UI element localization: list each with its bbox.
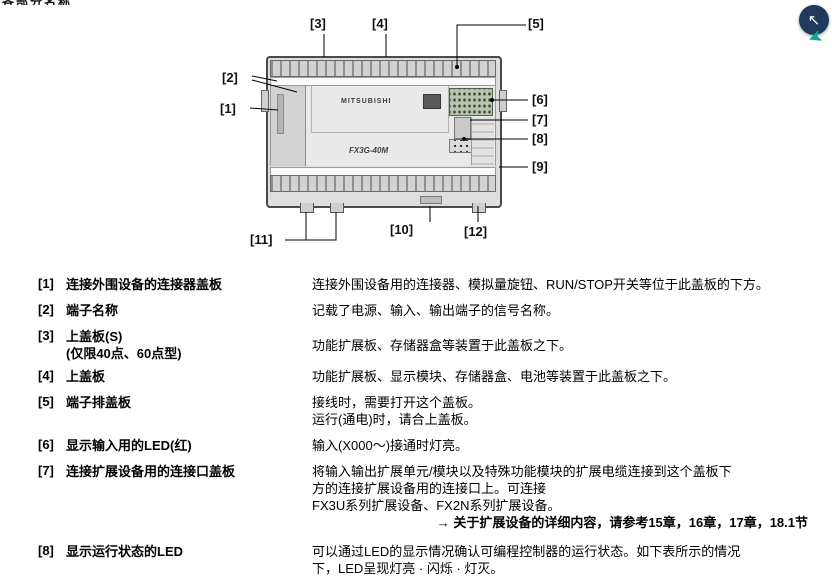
page-heading-fragment: 各部分名称: [2, 0, 72, 5]
callout-1: [1]: [220, 101, 236, 116]
legend-row-2: [2] 端子名称 记载了电源、输入、输出端子的信号名称。: [0, 302, 832, 319]
expansion-port-cover: [454, 117, 471, 139]
item-number: [2]: [38, 302, 54, 317]
item-note: → 关于扩展设备的详细内容，请参考15章，16章，17章，18.1节: [436, 515, 808, 530]
item-term: 上盖板(S) (仅限40点、60点型): [66, 329, 182, 361]
item-description: 功能扩展板、显示模块、存储器盒、电池等装置于此盖板之下。: [312, 369, 677, 384]
item-number: [6]: [38, 437, 54, 452]
callout-2: [2]: [222, 70, 238, 85]
legend-row-8: [8] 显示运行状态的LED 可以通过LED的显示情况确认可编程控制器的运行状态…: [0, 543, 832, 577]
item-description: 连接外围设备用的连接器、模拟量旋钮、RUN/STOP开关等位于此盖板的下方。: [312, 277, 769, 292]
callout-11: [11]: [250, 232, 273, 247]
item-number: [5]: [38, 394, 54, 409]
peripheral-connector-cover: [271, 86, 306, 166]
callout-7: [7]: [532, 112, 548, 127]
terminal-name-strip-top: [270, 77, 496, 86]
plc-diagram: MITSUBISHI FX3G-40M: [0, 0, 832, 270]
item-term: 上盖板: [66, 369, 106, 384]
item-number: [4]: [38, 368, 54, 383]
callout-10: [10]: [390, 222, 414, 237]
item-number: [8]: [38, 543, 54, 558]
item-term: 显示输入用的LED(红): [66, 438, 192, 453]
display-window: [423, 94, 441, 109]
item-description: 输入(X000～)接通时灯亮。: [312, 438, 469, 453]
item-description: 将输入输出扩展单元/模块以及特殊功能模块的扩展电缆连接到这个盖板下 方的连接扩展…: [312, 463, 812, 531]
legend-row-3: [3] 上盖板(S) (仅限40点、60点型) 功能扩展板、存储器盒等装置于此盖…: [0, 328, 832, 362]
item-term: 端子名称: [66, 303, 119, 318]
item-description: 记载了电源、输入、输出端子的信号名称。: [312, 303, 560, 318]
input-led-block: [449, 88, 493, 116]
terminal-strip-top: [270, 60, 496, 77]
brand-logo: MITSUBISHI: [341, 98, 392, 105]
legend-row-5: [5] 端子排盖板 接线时，需要打开这个盖板。 运行(通电)时，请合上盖板。: [0, 394, 832, 428]
callout-3: [3]: [310, 16, 326, 31]
bottom-nameplate: [420, 196, 442, 204]
callout-8: [8]: [532, 131, 548, 146]
din-rail-hook-mid: [330, 203, 344, 213]
item-term: 显示运行状态的LED: [66, 544, 184, 559]
legend-row-4: [4] 上盖板 功能扩展板、显示模块、存储器盒、电池等装置于此盖板之下。: [0, 368, 832, 385]
din-rail-hook-right: [472, 203, 486, 213]
plc-front-face: MITSUBISHI FX3G-40M: [270, 86, 496, 166]
back-to-top-button[interactable]: ↖: [799, 5, 829, 35]
callout-4: [4]: [372, 16, 388, 31]
model-label: FX3G-40M: [349, 146, 389, 155]
top-cover-outline: [311, 86, 449, 133]
item-term: 连接外围设备的连接器盖板: [66, 277, 223, 292]
item-description: 可以通过LED的显示情况确认可编程控制器的运行状态。如下表所示的情况 下，LED…: [312, 544, 741, 576]
legend-row-6: [6] 显示输入用的LED(红) 输入(X000～)接通时灯亮。: [0, 437, 832, 454]
item-number: [7]: [38, 463, 54, 478]
item-number: [1]: [38, 276, 54, 291]
legend-row-7: [7] 连接扩展设备用的连接口盖板 将输入输出扩展单元/模块以及特殊功能模块的扩…: [0, 463, 832, 531]
right-terminal-column: [471, 117, 494, 165]
terminal-strip-bottom: [270, 175, 496, 192]
item-term: 端子排盖板: [66, 395, 132, 410]
callout-6: [6]: [532, 92, 548, 107]
cover-slot: [277, 94, 284, 134]
legend-row-1: [1] 连接外围设备的连接器盖板 连接外围设备用的连接器、模拟量旋钮、RUN/S…: [0, 276, 832, 293]
din-rail-hook-left: [300, 203, 314, 213]
callout-12: [12]: [464, 224, 488, 239]
item-term: 连接扩展设备用的连接口盖板: [66, 464, 236, 479]
callout-9: [9]: [532, 159, 548, 174]
item-description: 功能扩展板、存储器盒等装置于此盖板之下。: [312, 337, 573, 353]
callout-5: [5]: [528, 16, 544, 31]
mounting-ear-left: [261, 90, 269, 112]
parts-legend: [1] 连接外围设备的连接器盖板 连接外围设备用的连接器、模拟量旋钮、RUN/S…: [0, 276, 832, 585]
item-number: [3]: [38, 328, 54, 343]
back-to-top-icon: ↖: [807, 12, 821, 29]
item-description: 接线时，需要打开这个盖板。 运行(通电)时，请合上盖板。: [312, 395, 482, 427]
mounting-ear-right: [499, 90, 507, 112]
